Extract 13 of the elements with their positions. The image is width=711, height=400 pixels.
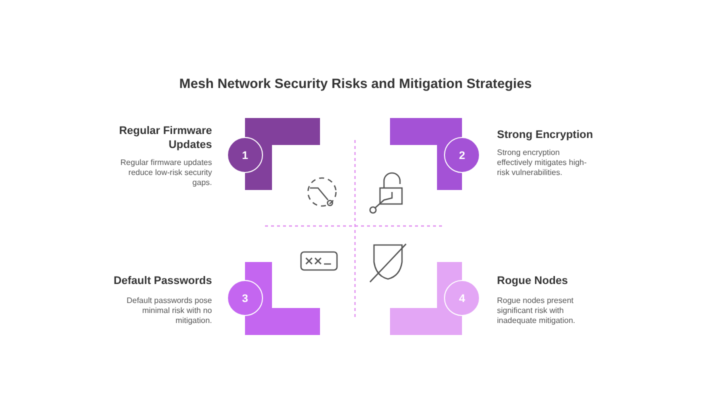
heading: Regular Firmware Updates — [118, 124, 212, 152]
heading: Default Passwords — [112, 274, 212, 288]
number-badge: 1 — [227, 137, 263, 173]
number-badge: 2 — [444, 137, 480, 173]
description: Regular firmware updates reduce low-risk security gaps. — [119, 158, 212, 188]
heading: Rogue Nodes — [497, 274, 569, 288]
description: Strong encryption effectively mitigates high-risk vulnerabilities. — [497, 148, 588, 178]
heading: Strong Encryption — [497, 128, 594, 142]
number-badge: 3 — [227, 280, 263, 316]
description: Default passwords pose minimal risk with no mitigation. — [126, 296, 212, 326]
title: Mesh Network Security Risks and Mitigation Strategies — [178, 76, 533, 91]
number-badge: 4 — [444, 280, 480, 316]
description: Rogue nodes present significant risk with inadequate mitigation. — [497, 296, 576, 326]
